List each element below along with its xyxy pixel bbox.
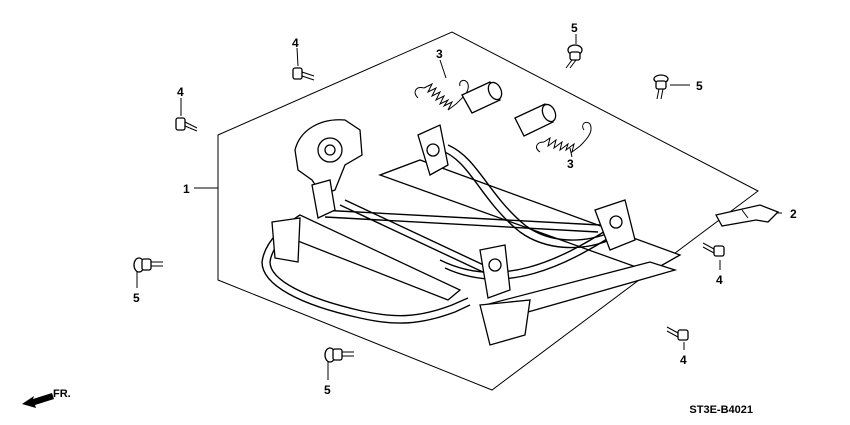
callout-3-mid: 3: [567, 157, 574, 171]
front-direction-arrow-icon: [22, 393, 54, 408]
callout-3-top: 3: [436, 47, 443, 61]
leader-lines: [136, 34, 782, 380]
collar-left: [461, 81, 503, 114]
collar-right: [514, 103, 557, 137]
bolt-5-left: [133, 257, 163, 273]
diagram-code: ST3E-B4021: [689, 404, 753, 416]
callout-4-right: 4: [716, 273, 723, 287]
bolt-4-right: [702, 242, 725, 257]
bolt-4-top: [292, 67, 315, 81]
callout-2: 2: [790, 207, 797, 221]
seat-track-frame: [261, 119, 682, 346]
assembly-boundary: [217, 31, 759, 391]
callout-4-top: 4: [292, 36, 299, 50]
callout-4-left: 4: [177, 85, 184, 99]
callout-4-bottom: 4: [680, 353, 687, 367]
track-cover-part: [715, 204, 780, 227]
callout-5-bottom: 5: [324, 383, 331, 397]
callout-1: 1: [183, 182, 190, 196]
bolt-5-bottom: [324, 347, 354, 363]
callout-5-right: 5: [696, 79, 703, 93]
bolt-5-top: [565, 44, 583, 69]
bolt-4-bottom: [666, 326, 689, 341]
callout-5-left: 5: [133, 291, 140, 305]
spring-right: [536, 121, 592, 154]
bolt-4-left: [175, 117, 198, 132]
callout-5-top: 5: [571, 21, 578, 35]
spring-left: [414, 79, 469, 111]
bolt-5-right: [653, 74, 669, 100]
front-marker-label: FR.: [53, 388, 71, 400]
